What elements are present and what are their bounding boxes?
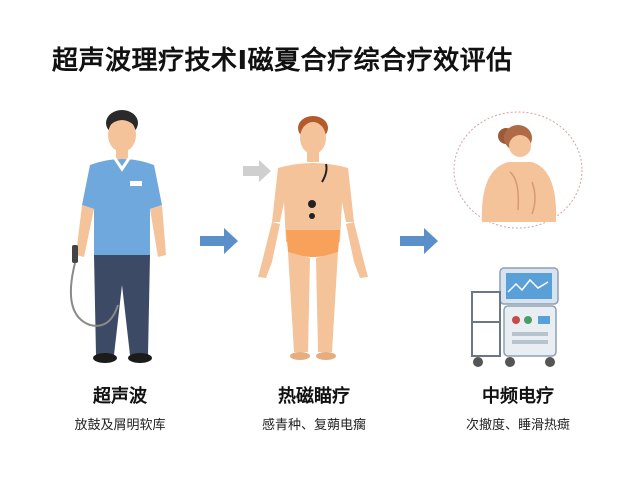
column-sub-thermomagnetic: 感青种、复蒴电瘸 <box>261 418 366 433</box>
page-title: 超声波理疗技术I磁夏合疗综合疗效评估 <box>52 46 513 76</box>
column-label-ultrasound: 超声波 <box>93 386 147 407</box>
back-view-portrait <box>453 111 583 229</box>
therapist-figure <box>69 110 166 363</box>
pointer-arrow-icon <box>243 160 271 182</box>
column-sub-ultrasound: 放鼓及屑明软库 <box>74 418 166 433</box>
arrow-right-icon <box>400 228 438 254</box>
column-label-thermomagnetic: 热磁瞄疗 <box>278 386 350 407</box>
patient-body-figure <box>258 116 368 360</box>
column-sub-medium-frequency: 次撤度、睡滑热癍 <box>465 418 570 433</box>
arrow-right-icon <box>200 228 238 254</box>
medical-device-icon <box>471 267 559 367</box>
column-label-medium-frequency: 中频电疗 <box>482 386 554 407</box>
